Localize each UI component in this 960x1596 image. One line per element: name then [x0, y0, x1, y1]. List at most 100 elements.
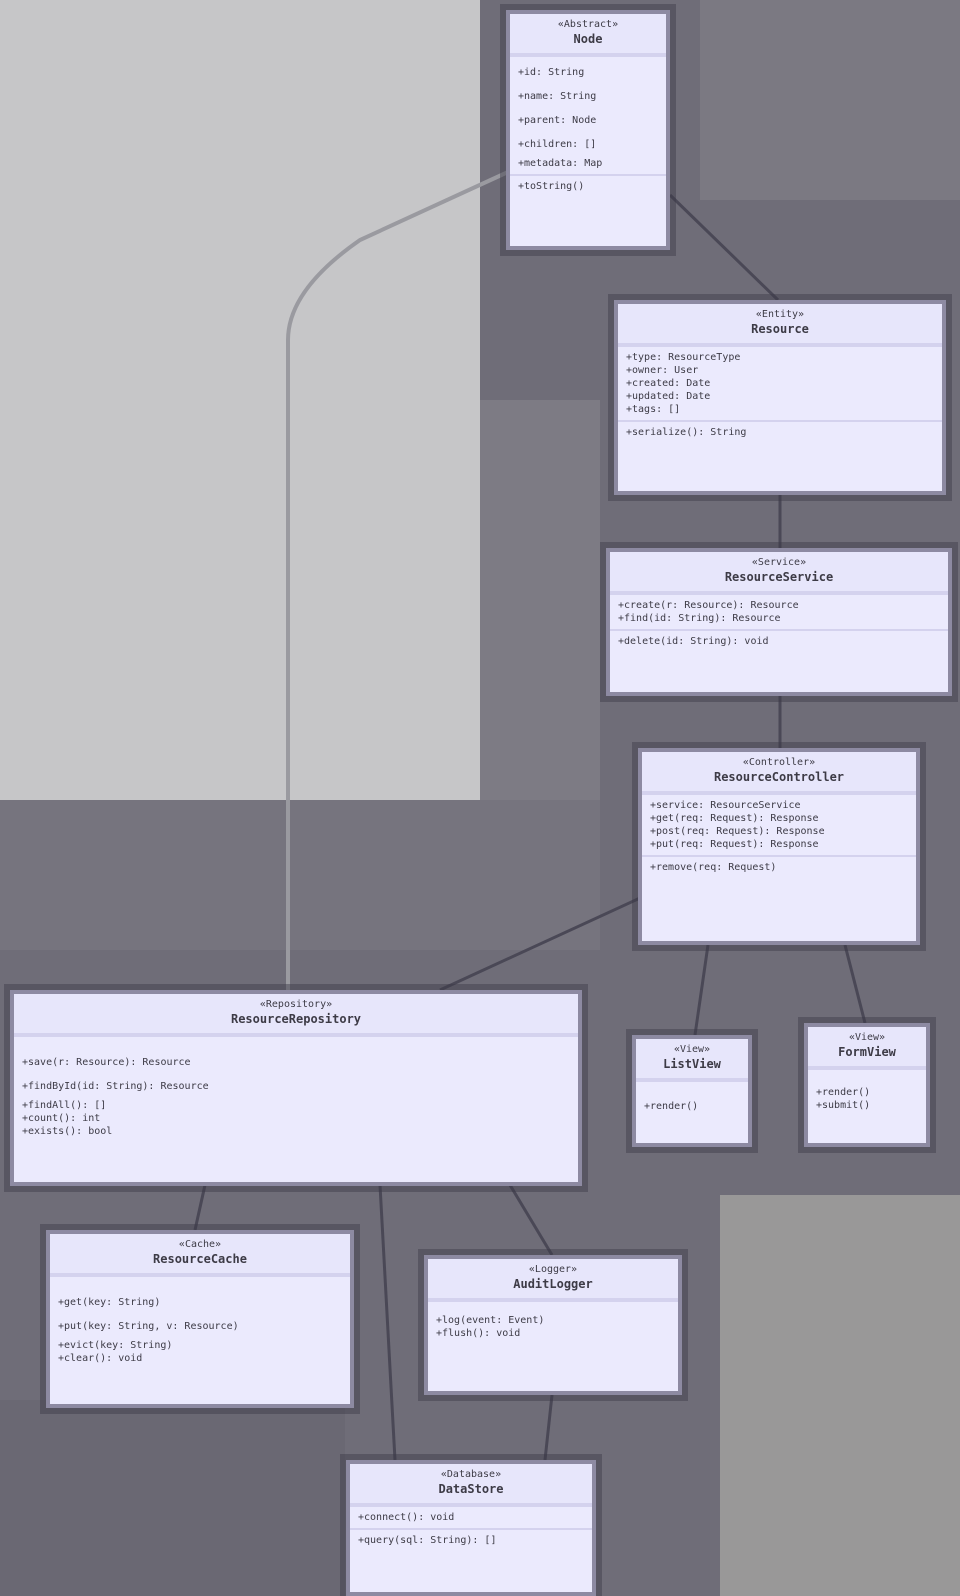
- member-row: +id: String: [518, 67, 585, 78]
- member-row: +put(key: String, v: Resource): [58, 1321, 239, 1332]
- member-row: +get(key: String): [58, 1297, 161, 1308]
- member-row: +count(): int: [22, 1113, 101, 1124]
- node-store[interactable]: «Database» DataStore +connect(): void +q…: [346, 1460, 596, 1596]
- node-store-title: DataStore: [438, 1482, 504, 1496]
- node-model-header: «Entity» Resource: [618, 304, 942, 345]
- canvas-panel-right-top: [700, 0, 960, 200]
- node-cache-header: «Cache» ResourceCache: [50, 1234, 350, 1275]
- node-root-members: +id: String +name: String +parent: Node …: [510, 55, 666, 174]
- node-repository-members: +save(r: Resource): Resource +findById(i…: [14, 1035, 578, 1142]
- node-store-header: «Database» DataStore: [350, 1464, 592, 1505]
- member-row: +findAll(): []: [22, 1100, 107, 1111]
- member-row: +create(r: Resource): Resource: [618, 600, 799, 611]
- node-view-a-stereotype: «View»: [673, 1044, 711, 1055]
- member-row: +find(id: String): Resource: [618, 613, 781, 624]
- node-root-stereotype: «Abstract»: [557, 19, 619, 30]
- member-row: +flush(): void: [436, 1328, 521, 1339]
- method-row: +render(): [816, 1087, 871, 1098]
- member-row: +type: ResourceType: [626, 352, 741, 363]
- node-controller-stereotype: «Controller»: [742, 757, 816, 768]
- node-model-methods: +serialize(): String: [618, 420, 942, 443]
- node-root[interactable]: «Abstract» Node +id: String +name: Strin…: [506, 10, 670, 250]
- node-audit-header: «Logger» AuditLogger: [428, 1259, 678, 1300]
- node-store-members: +connect(): void: [350, 1505, 592, 1528]
- member-row: +get(req: Request): Response: [650, 813, 819, 824]
- node-controller-members: +service: ResourceService +get(req: Requ…: [642, 793, 916, 855]
- member-row: +metadata: Map: [518, 158, 603, 169]
- edge-repository-to-audit: [508, 1184, 554, 1256]
- node-view-b-methods: +render() +submit(): [808, 1068, 926, 1116]
- node-model-members: +type: ResourceType +owner: User +create…: [618, 345, 942, 420]
- method-row: +toString(): [518, 181, 585, 192]
- node-store-stereotype: «Database»: [440, 1469, 502, 1480]
- node-service[interactable]: «Service» ResourceService +create(r: Res…: [606, 548, 952, 696]
- edge-controller-to-view-a: [693, 944, 710, 1036]
- member-row: +clear(): void: [58, 1353, 143, 1364]
- member-row: +post(req: Request): Response: [650, 826, 825, 837]
- node-cache-members: +get(key: String) +put(key: String, v: R…: [50, 1275, 350, 1369]
- member-row: +children: []: [518, 139, 597, 150]
- node-cache-title: ResourceCache: [153, 1252, 247, 1266]
- node-service-stereotype: «Service»: [751, 557, 807, 568]
- node-audit-stereotype: «Logger»: [528, 1264, 578, 1275]
- member-row: +connect(): void: [358, 1512, 455, 1523]
- node-cache-stereotype: «Cache»: [178, 1239, 222, 1250]
- node-model[interactable]: «Entity» Resource +type: ResourceType +o…: [614, 300, 946, 495]
- node-service-members: +create(r: Resource): Resource +find(id:…: [610, 593, 948, 629]
- member-row: +exists(): bool: [22, 1126, 113, 1137]
- method-row: +render(): [644, 1101, 699, 1112]
- edge-root-to-model: [668, 193, 780, 302]
- member-row: +service: ResourceService: [650, 800, 801, 811]
- node-view-b-title: FormView: [838, 1045, 896, 1059]
- method-row: +submit(): [816, 1100, 871, 1111]
- member-row: +updated: Date: [626, 391, 711, 402]
- node-view-a-title: ListView: [663, 1057, 721, 1071]
- edge-controller-to-repository: [439, 896, 641, 992]
- member-row: +name: String: [518, 91, 597, 102]
- node-audit[interactable]: «Logger» AuditLogger +log(event: Event) …: [424, 1255, 682, 1395]
- member-row: +owner: User: [626, 365, 699, 376]
- node-view-b-header: «View» FormView: [808, 1027, 926, 1068]
- edge-root-to-repository: [286, 170, 509, 990]
- edge-repository-to-cache: [193, 1184, 207, 1231]
- member-row: +save(r: Resource): Resource: [22, 1057, 191, 1068]
- member-row: +created: Date: [626, 378, 711, 389]
- node-service-header: «Service» ResourceService: [610, 552, 948, 593]
- canvas-panel-bottom-right: [720, 1195, 960, 1596]
- edge-controller-to-view-b: [843, 944, 867, 1024]
- node-audit-title: AuditLogger: [513, 1277, 593, 1291]
- method-row: +query(sql: String): []: [358, 1535, 497, 1546]
- node-view-b[interactable]: «View» FormView +render() +submit(): [804, 1023, 930, 1147]
- node-view-a[interactable]: «View» ListView +render(): [632, 1035, 752, 1147]
- node-model-title: Resource: [751, 322, 809, 336]
- node-controller-methods: +remove(req: Request): [642, 855, 916, 878]
- node-repository[interactable]: «Repository» ResourceRepository +save(r:…: [10, 990, 582, 1186]
- member-row: +log(event: Event): [436, 1315, 545, 1326]
- node-view-b-stereotype: «View»: [848, 1032, 886, 1043]
- member-row: +evict(key: String): [58, 1340, 173, 1351]
- node-cache[interactable]: «Cache» ResourceCache +get(key: String) …: [46, 1230, 354, 1408]
- edge-audit-to-store: [543, 1394, 554, 1461]
- canvas-panel-light: [0, 0, 480, 800]
- method-row: +serialize(): String: [626, 427, 747, 438]
- member-row: +findById(id: String): Resource: [22, 1081, 209, 1092]
- canvas-panel-lower: [0, 800, 600, 950]
- method-row: +delete(id: String): void: [618, 636, 769, 647]
- node-store-methods: +query(sql: String): []: [350, 1528, 592, 1551]
- method-row: +remove(req: Request): [650, 862, 777, 873]
- member-row: +tags: []: [626, 404, 681, 415]
- node-controller-title: ResourceController: [713, 770, 845, 784]
- node-controller-header: «Controller» ResourceController: [642, 752, 916, 793]
- node-service-title: ResourceService: [724, 570, 834, 584]
- node-controller[interactable]: «Controller» ResourceController +service…: [638, 748, 920, 945]
- member-row: +parent: Node: [518, 115, 597, 126]
- node-repository-stereotype: «Repository»: [259, 999, 333, 1010]
- node-view-a-methods: +render(): [636, 1080, 748, 1117]
- node-repository-header: «Repository» ResourceRepository: [14, 994, 578, 1035]
- node-root-title: Node: [573, 32, 603, 46]
- node-service-methods: +delete(id: String): void: [610, 629, 948, 652]
- member-row: +put(req: Request): Response: [650, 839, 819, 850]
- node-root-header: «Abstract» Node: [510, 14, 666, 55]
- canvas-panel-bottom-left: [0, 1400, 345, 1596]
